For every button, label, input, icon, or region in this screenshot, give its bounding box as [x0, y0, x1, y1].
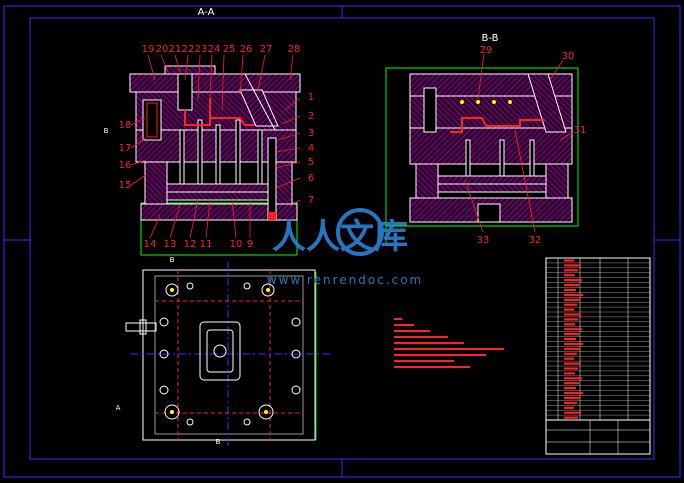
parts-list-entry-mark [564, 387, 576, 390]
parts-list-entry-mark [564, 401, 577, 404]
parts-list-entry-mark [564, 293, 583, 296]
parts-list-entry-mark [564, 323, 575, 326]
callout-18: 18 [119, 120, 132, 131]
callout-28: 28 [288, 44, 301, 55]
callout-26: 26 [240, 44, 253, 55]
cut-mark-b-left: B [104, 127, 109, 135]
parts-list-entry-mark [564, 411, 581, 414]
callout-27: 27 [260, 44, 273, 55]
callout-2: 2 [308, 111, 314, 122]
parts-list-entry-mark [564, 372, 575, 375]
callout-31: 31 [574, 125, 587, 136]
parts-list-entry-mark [564, 279, 582, 282]
callout-33: 33 [477, 235, 490, 246]
callout-3: 3 [308, 128, 314, 139]
watermark-url: www.renrendoc.com [267, 273, 423, 287]
callout-23: 23 [195, 44, 208, 55]
watermark-logo-icon [336, 208, 384, 256]
callout-30: 30 [562, 51, 575, 62]
parts-list-entry-mark [564, 352, 577, 355]
dimension-lines [315, 68, 387, 440]
parts-list-entry-mark [564, 406, 574, 409]
parts-list-entry-mark [564, 328, 582, 331]
section-cut-marks: A B B B [104, 127, 221, 446]
parts-list-entry-mark [564, 416, 578, 419]
callout-15: 15 [119, 180, 132, 191]
parts-list-entry-mark [564, 382, 579, 385]
plan-view [125, 262, 330, 448]
parts-list-entry-mark [564, 347, 580, 350]
parts-list-entry-mark [564, 367, 578, 370]
callout-20: 20 [156, 44, 169, 55]
callout-9: 9 [247, 239, 253, 250]
section-aa-view: A-A [129, 7, 301, 256]
callout-32: 32 [529, 235, 542, 246]
section-bb-callout-labels: 29 30 31 32 33 [477, 45, 587, 246]
callout-12: 12 [184, 239, 197, 250]
callout-21: 21 [169, 44, 182, 55]
cut-mark-a-left: A [116, 404, 121, 412]
callout-25: 25 [223, 44, 236, 55]
cut-mark-b-top: B [170, 256, 175, 264]
callout-10: 10 [230, 239, 243, 250]
parts-list-entry-mark [564, 377, 582, 380]
parts-list-entry-mark [564, 357, 574, 360]
parts-list-entry-mark [564, 269, 578, 272]
parts-list-entry-mark [564, 308, 574, 311]
parts-list-entry-mark [564, 298, 580, 301]
parts-list-entry-mark [564, 342, 583, 346]
parts-list-entry-mark [564, 362, 581, 365]
callout-1: 1 [308, 92, 314, 103]
parts-list-entry-mark [564, 313, 581, 316]
parts-list-entry-mark [564, 264, 581, 267]
parts-list-table [545, 257, 651, 455]
section-aa-title: A-A [198, 7, 215, 18]
callout-14: 14 [144, 239, 157, 250]
section-aa-callout-labels: 19 20 21 22 23 24 25 26 27 28 18 17 16 1… [119, 44, 315, 250]
callout-17: 17 [119, 143, 132, 154]
callout-13: 13 [164, 239, 177, 250]
parts-list-entry-mark [564, 303, 577, 306]
section-bb-view: B-B [385, 33, 579, 227]
technical-notes-block [394, 318, 504, 368]
callout-11: 11 [200, 239, 213, 250]
parts-list-entry-mark [564, 259, 574, 262]
callout-29: 29 [480, 45, 493, 56]
callout-16: 16 [119, 160, 132, 171]
section-bb-title: B-B [482, 33, 499, 44]
parts-list-entry-mark [564, 288, 576, 292]
callout-19: 19 [142, 44, 155, 55]
section-bb-callouts [464, 53, 573, 233]
cut-mark-b-bottom: B [216, 438, 221, 446]
watermark-title: 人人文库 [272, 217, 408, 257]
parts-list-entry-mark [564, 283, 579, 287]
parts-list-entry-mark [564, 274, 575, 277]
callout-6: 6 [308, 173, 314, 184]
callout-4: 4 [308, 143, 314, 154]
parts-list-entry-mark [564, 337, 576, 341]
parts-list-entry-mark [564, 333, 579, 336]
parts-list-entry-mark [564, 391, 583, 395]
section-aa-callouts [130, 54, 301, 239]
callout-5: 5 [308, 157, 314, 168]
callout-24: 24 [208, 44, 221, 55]
frame-center-marks [4, 6, 680, 477]
parts-list-entry-mark [564, 318, 578, 321]
callout-22: 22 [182, 44, 195, 55]
watermark: 人人文库 www.renrendoc.com [267, 208, 423, 287]
callout-7: 7 [308, 195, 314, 206]
parts-list-entry-mark [564, 396, 580, 400]
